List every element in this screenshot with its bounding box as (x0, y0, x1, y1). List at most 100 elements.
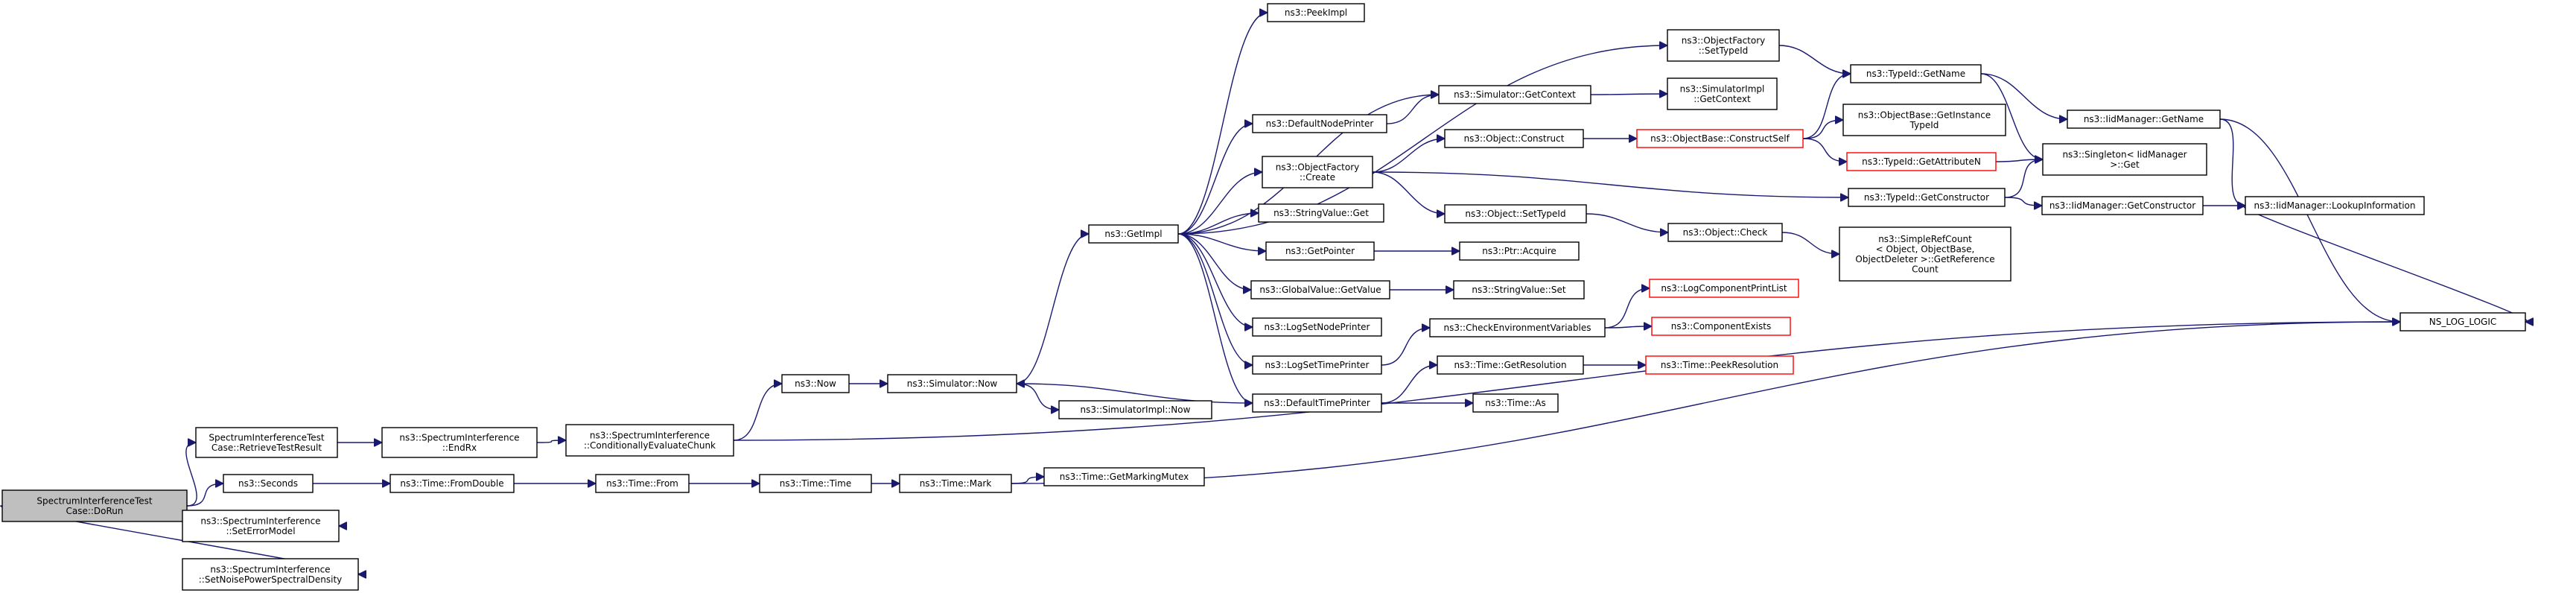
node-box (759, 474, 872, 493)
node-box (1645, 355, 1794, 375)
node-label: ns3::ComponentExists (1671, 321, 1771, 332)
node-ptrAcquire[interactable]: ns3::Ptr::Acquire (1459, 241, 1580, 261)
call-edge-getImpl-to-ofSetTypeId (1177, 45, 1667, 235)
call-edge-defaultTimePrinter-to-simNow (1017, 384, 1253, 404)
node-simImplNow[interactable]: ns3::SimulatorImpl::Now (1058, 400, 1212, 419)
node-iidGetName[interactable]: ns3::IidManager::GetName (2067, 110, 2221, 129)
node-nsLogLogic[interactable]: NS_LOG_LOGIC (2400, 312, 2526, 332)
node-typeIdGetName[interactable]: ns3::TypeId::GetName (1850, 64, 1982, 83)
node-label: ns3::CheckEnvironmentVariables (1444, 323, 1591, 333)
node-label: ns3::DefaultTimePrinter (1264, 398, 1370, 408)
node-defaultNodePrinter[interactable]: ns3::DefaultNodePrinter (1252, 114, 1387, 133)
node-label: ns3::Time::Mark (920, 478, 992, 489)
node-peekResolution[interactable]: ns3::Time::PeekResolution (1645, 355, 1794, 375)
node-singletonGet[interactable]: ns3::Singleton< IidManager >::Get (2042, 143, 2207, 176)
edge-path (536, 440, 566, 443)
edge-path (1177, 172, 1262, 235)
node-seconds[interactable]: ns3::Seconds (223, 474, 314, 493)
node-setNoise[interactable]: ns3::SpectrumInterference::SetNoisePower… (182, 558, 359, 591)
node-getAttributeN[interactable]: ns3::TypeId::GetAttributeN (1846, 152, 1997, 171)
node-timeGetResolution[interactable]: ns3::Time::GetResolution (1437, 355, 1584, 375)
node-box (1667, 223, 1783, 242)
edge-path (1802, 74, 1851, 139)
node-simGetContext[interactable]: ns3::Simulator::GetContext (1438, 85, 1591, 104)
call-edge-ofSetTypeId-to-typeIdGetName (1778, 45, 1851, 74)
node-fromDouble[interactable]: ns3::Time::FromDouble (389, 474, 515, 493)
edge-path (1980, 73, 2067, 119)
node-timeAs[interactable]: ns3::Time::As (1472, 393, 1559, 413)
call-edge-getImpl-to-stringValueGet (1177, 213, 1259, 235)
node-box (1, 489, 188, 522)
edge-path (1372, 171, 1848, 197)
call-edge-ofCreate-to-objectConstruct (1372, 139, 1445, 173)
node-box (1839, 226, 2011, 282)
edge-path (1372, 139, 1445, 173)
node-typeIdGetConstructor[interactable]: ns3::TypeId::GetConstructor (1848, 188, 2006, 207)
node-ofCreate[interactable]: ns3::ObjectFactory::Create (1262, 156, 1373, 188)
node-label: Count (1912, 264, 1939, 274)
call-edge-simNow-to-getImpl (1016, 234, 1090, 384)
node-box (223, 474, 314, 493)
node-box (595, 474, 690, 493)
node-timeTime[interactable]: ns3::Time::Time (759, 474, 872, 493)
call-edge-typeIdGetConstructor-to-singletonGet (2004, 159, 2043, 198)
node-logSetNodePrinter[interactable]: ns3::LogSetNodePrinter (1252, 317, 1382, 337)
node-mark[interactable]: ns3::Time::Mark (899, 474, 1012, 493)
node-simNow[interactable]: ns3::Simulator::Now (887, 374, 1017, 393)
edge-layer (0, 13, 2528, 574)
node-checkEnv[interactable]: ns3::CheckEnvironmentVariables (1429, 318, 1606, 337)
node-getPointer[interactable]: ns3::GetPointer (1265, 241, 1375, 261)
node-getMarkingMutex[interactable]: ns3::Time::GetMarkingMutex (1043, 467, 1205, 486)
node-label: ns3::TypeId::GetName (1866, 69, 1965, 79)
edge-path (1177, 13, 1268, 235)
node-lookupInfo[interactable]: ns3::IidManager::LookupInformation (2245, 196, 2425, 215)
node-box (1459, 241, 1580, 261)
node-simImplGetContext[interactable]: ns3::SimulatorImpl::GetContext (1667, 77, 1778, 110)
node-objectCheck[interactable]: ns3::Object::Check (1667, 223, 1783, 242)
node-box (1651, 317, 1791, 336)
call-edge-doRun-to-seconds (186, 483, 223, 507)
node-getImpl[interactable]: ns3::GetImpl (1088, 224, 1179, 244)
node-logComponentPrintList[interactable]: ns3::LogComponentPrintList (1649, 279, 1799, 298)
node-label: ns3::IidManager::GetConstructor (2049, 200, 2195, 211)
node-label: ns3::Singleton< IidManager (2062, 149, 2187, 159)
node-logSetTimePrinter[interactable]: ns3::LogSetTimePrinter (1252, 355, 1382, 375)
edge-path (733, 322, 2400, 441)
node-label: ns3::IidManager::GetName (2084, 114, 2204, 124)
node-label: ns3::SimulatorImpl (1680, 83, 1765, 94)
node-label: ns3::Ptr::Acquire (1482, 246, 1556, 256)
node-objectConstruct[interactable]: ns3::Object::Construct (1444, 129, 1584, 148)
node-box (899, 474, 1012, 493)
node-defaultTimePrinter[interactable]: ns3::DefaultTimePrinter (1252, 393, 1382, 413)
node-stringValueGet[interactable]: ns3::StringValue::Get (1258, 203, 1384, 223)
node-label: ns3::ObjectBase::ConstructSelf (1650, 133, 1790, 144)
node-peekImpl[interactable]: ns3::PeekImpl (1267, 3, 1365, 22)
node-label: >::Get (2110, 159, 2140, 170)
node-simpleRefCount[interactable]: ns3::SimpleRefCount< Object, ObjectBase,… (1839, 226, 2011, 282)
edge-path (1177, 233, 1253, 327)
node-from[interactable]: ns3::Time::From (595, 474, 690, 493)
node-setError[interactable]: ns3::SpectrumInterference::SetErrorModel (182, 510, 340, 542)
node-ofSetTypeId[interactable]: ns3::ObjectFactory::SetTypeId (1667, 29, 1780, 62)
node-stringValueSet[interactable]: ns3::StringValue::Set (1453, 280, 1585, 299)
call-edge-getImpl-to-globalValueGet (1177, 233, 1251, 290)
call-edge-iidGetName-to-nsLogLogic (2219, 118, 2400, 322)
node-endRx[interactable]: ns3::SpectrumInterference::EndRx (381, 427, 538, 458)
edge-path (1372, 171, 1445, 214)
node-objectSetTypeId[interactable]: ns3::Object::SetTypeId (1444, 204, 1587, 223)
node-label: ns3::ObjectFactory (1682, 35, 1766, 45)
node-componentExists[interactable]: ns3::ComponentExists (1651, 317, 1791, 336)
node-constructSelf[interactable]: ns3::ObjectBase::ConstructSelf (1636, 129, 1804, 148)
node-now[interactable]: ns3::Now (781, 374, 850, 393)
call-edge-defaultTimePrinter-to-timeGetResolution (1381, 365, 1437, 404)
call-edge-lookupInfo-to-nsLogLogic (2242, 205, 2528, 322)
node-retrieve[interactable]: SpectrumInterferenceTestCase::RetrieveTe… (195, 427, 338, 458)
node-globalValueGet[interactable]: ns3::GlobalValue::GetValue (1250, 280, 1390, 299)
node-box (1846, 152, 1997, 171)
node-label: ns3::Time::GetMarkingMutex (1060, 472, 1189, 482)
node-condEval[interactable]: ns3::SpectrumInterference::Conditionally… (565, 424, 734, 457)
node-iidGetConstructor[interactable]: ns3::IidManager::GetConstructor (2041, 196, 2204, 215)
